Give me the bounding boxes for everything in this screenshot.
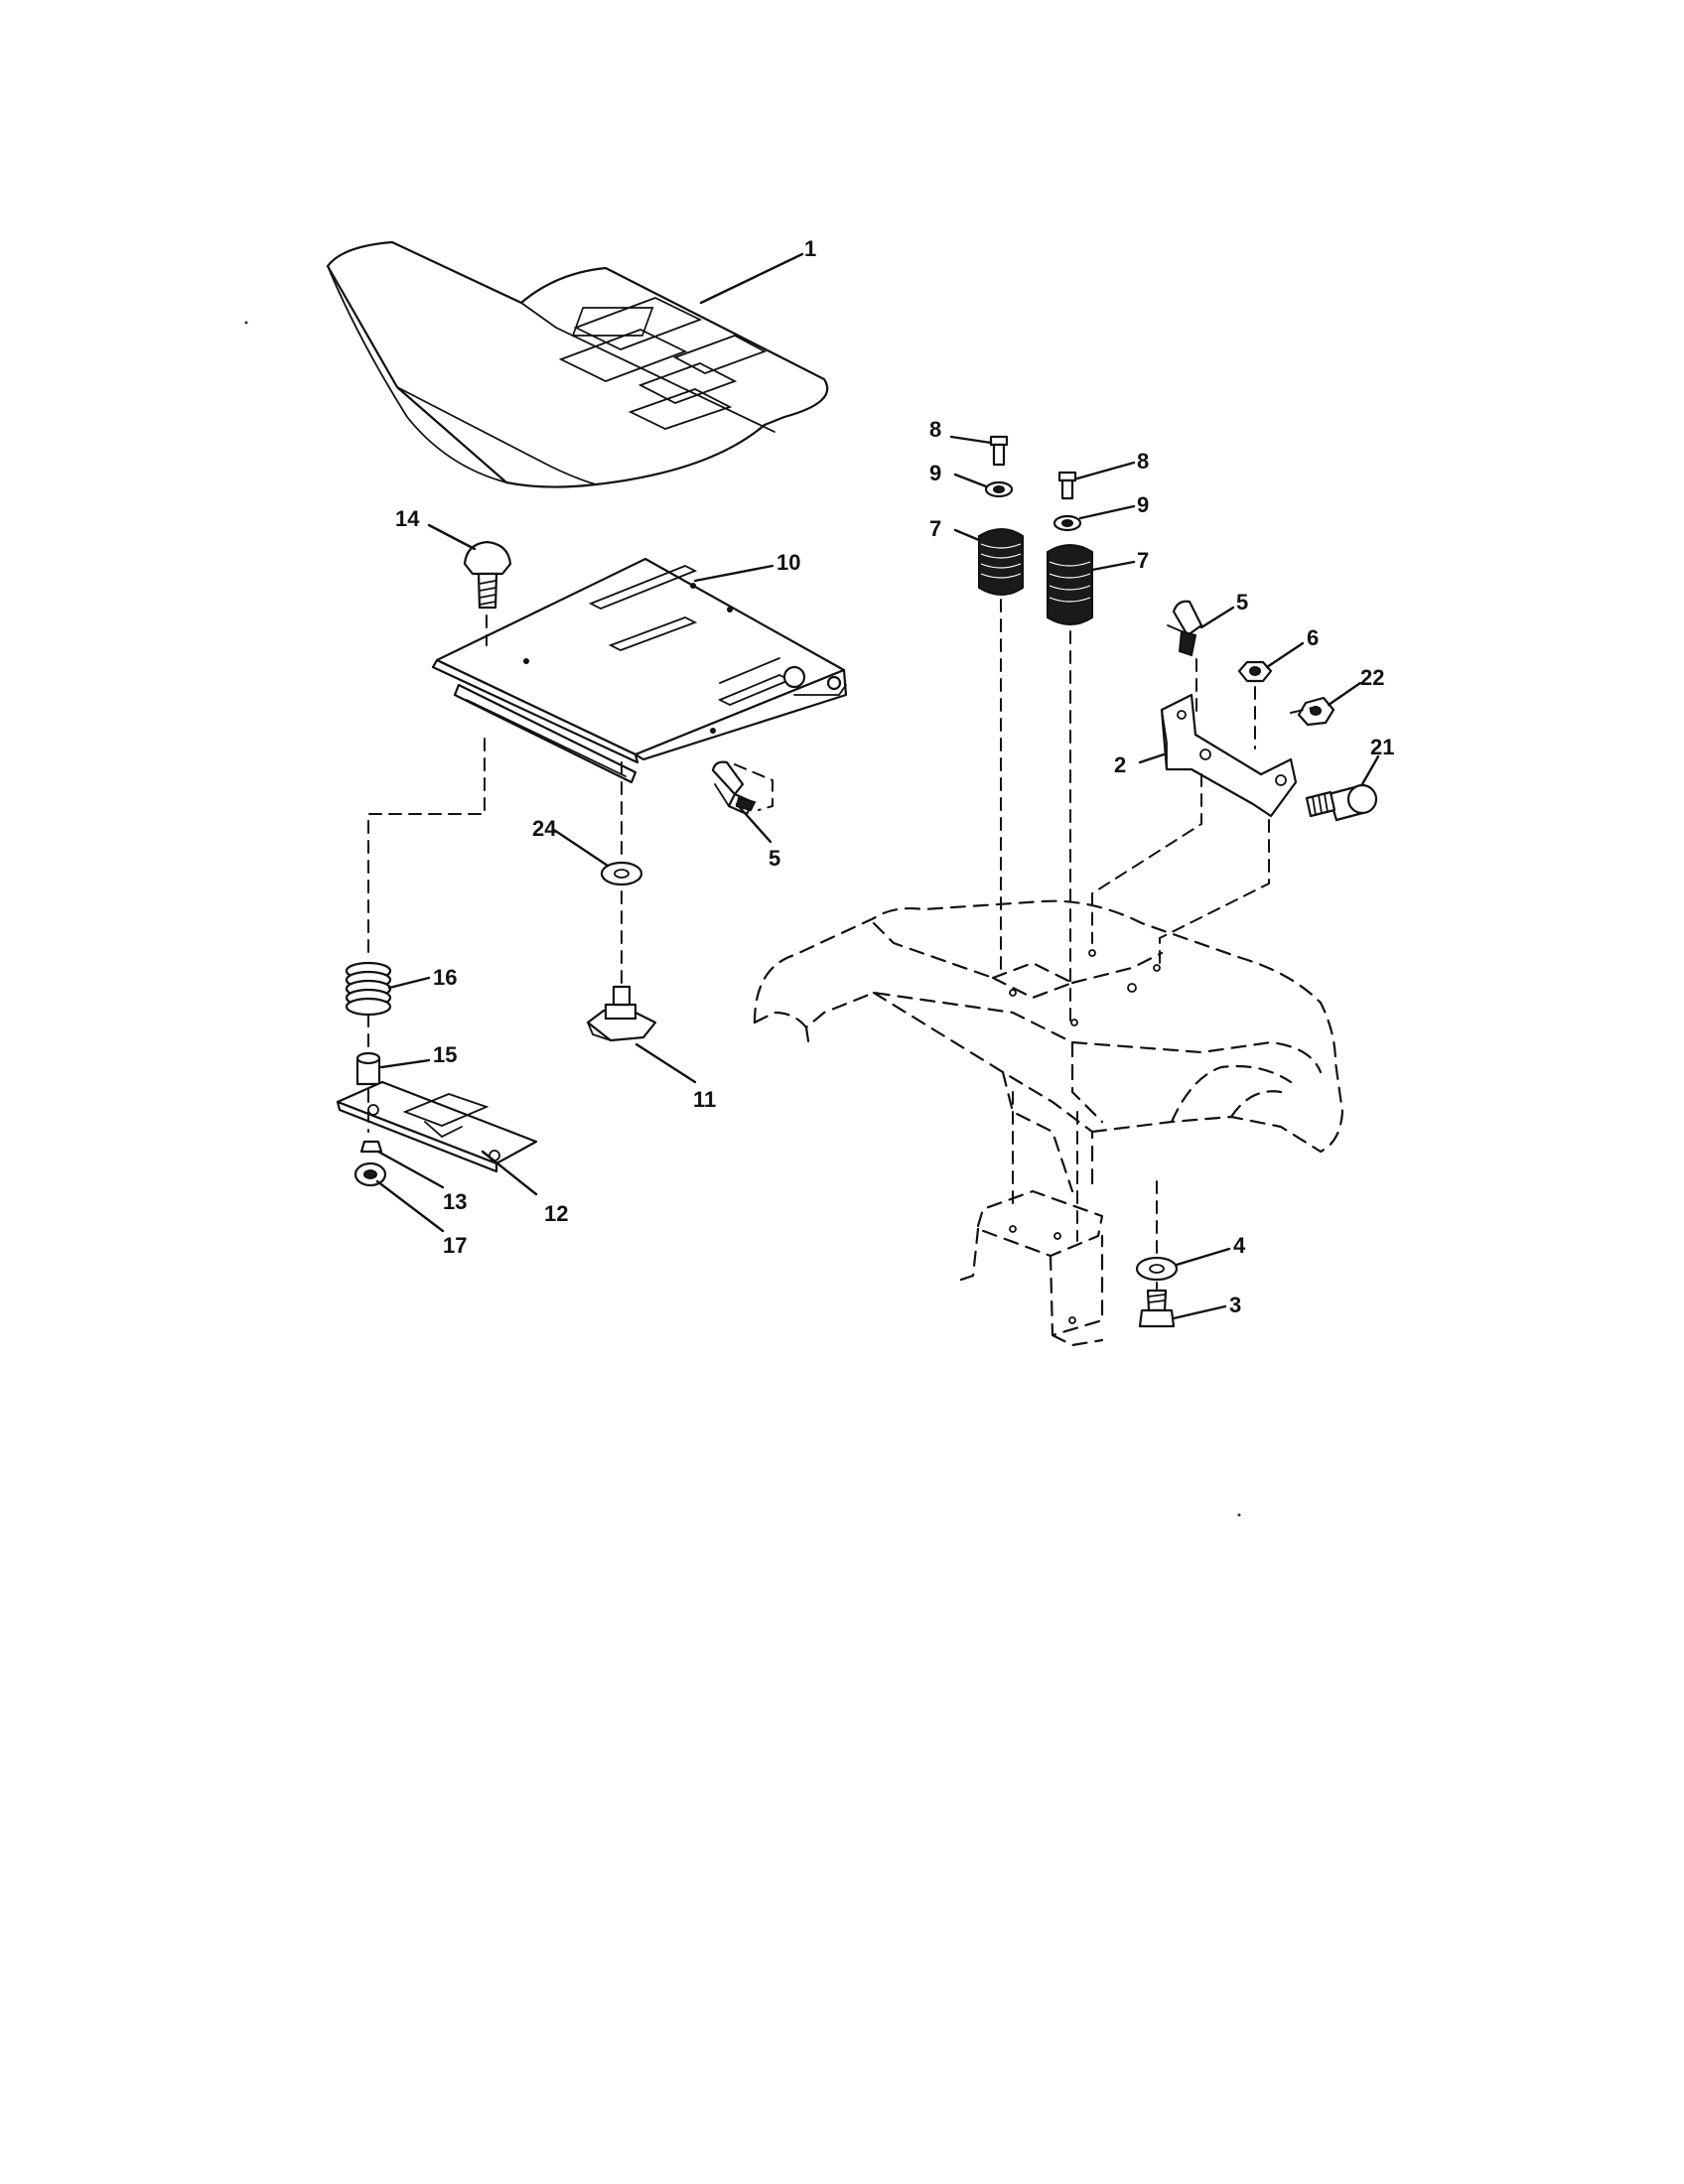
seat-switch-part-left [711,760,757,816]
callout-6: 6 [1307,625,1319,650]
bushing-part [355,1051,381,1086]
washer-part-24 [600,861,643,887]
speck [1237,1513,1241,1517]
callout-4: 4 [1233,1233,1246,1258]
bolt-part-8-left [989,435,1009,467]
nut-part-6 [1237,660,1273,683]
callout-8-left: 8 [929,417,941,442]
speck [244,321,248,325]
callout-9-right: 9 [1137,492,1149,517]
washer-part-9-right [1052,514,1082,532]
locknut-part-22 [1297,696,1335,727]
callout-7-right: 7 [1137,548,1149,573]
washer-part-9-left [984,480,1014,498]
callout-10: 10 [776,550,800,575]
plate-part [336,1080,538,1173]
callout-1: 1 [804,236,816,261]
callout-3: 3 [1229,1293,1241,1317]
locknut-part-17 [353,1161,387,1187]
nut-part-13 [359,1140,383,1154]
callout-8-right: 8 [1137,449,1149,474]
callout-7-left: 7 [929,516,941,541]
seat-part [326,240,829,488]
lower-bracket-phantom [956,1189,1104,1347]
bolt-part-3 [1138,1289,1176,1328]
seat-pan-part [431,557,848,784]
spring-part-16 [345,961,392,1017]
leader-lines [375,252,1380,1320]
bracket-part [1160,693,1298,818]
shoulder-bolt-part [1305,783,1378,822]
callout-22: 22 [1360,665,1384,690]
callout-12: 12 [544,1201,568,1226]
callout-labels: 1 14 10 24 5 16 15 11 13 12 17 8 9 7 8 9… [395,236,1394,1317]
callout-5-left: 5 [769,846,780,871]
callout-13: 13 [443,1189,467,1214]
callout-14: 14 [395,506,420,531]
seat-switch-part-right [1167,600,1203,657]
spring-part-7-left [978,528,1024,596]
callout-17: 17 [443,1233,467,1258]
callout-15: 15 [433,1042,457,1067]
carriage-bolt-part [463,540,512,610]
fender-phantom [753,899,1344,1193]
callout-24: 24 [532,816,557,841]
callout-16: 16 [433,965,457,990]
callout-2: 2 [1114,752,1126,777]
bolt-part-8-right [1057,471,1077,500]
knob-part [586,985,657,1042]
callout-5-right: 5 [1236,590,1248,614]
callout-11: 11 [693,1087,716,1112]
spring-part-7-right [1047,544,1093,625]
washer-part-4 [1135,1256,1179,1282]
callout-21: 21 [1370,735,1394,759]
callout-9-left: 9 [929,461,941,485]
assembly-lines [367,599,1318,1290]
